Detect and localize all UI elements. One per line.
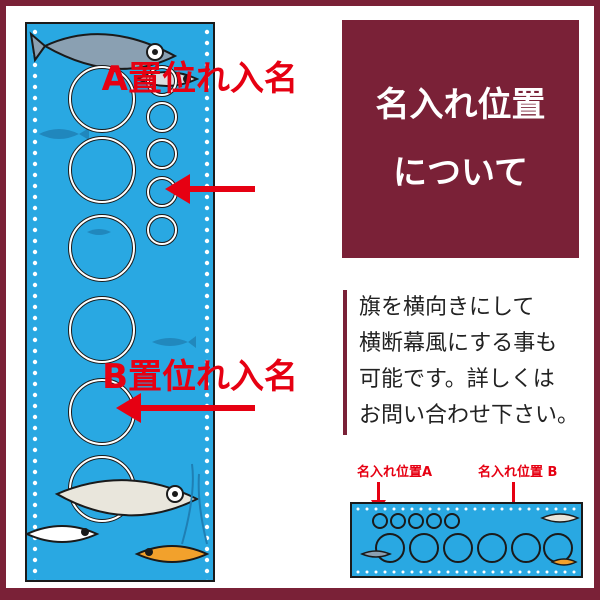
label-position-b: 名 入 れ 位 置 B [102, 357, 298, 397]
arrow-a-shaft [185, 186, 255, 192]
title-line-2: について [393, 153, 528, 193]
name-circles-a-inner [69, 66, 135, 522]
fish-silhouettes [39, 128, 196, 348]
label-b-char: 入 [230, 357, 264, 397]
label-a-char: れ [196, 59, 230, 99]
title-line-1: 名入れ位置 [375, 85, 546, 125]
label-b-char: 置 [128, 357, 162, 397]
description-line: 横断幕風にする事も [359, 331, 558, 356]
label-position-a: 名 入 れ 位 置 A [102, 59, 298, 99]
horizontal-flag-illustration [350, 502, 583, 578]
label-a-char: A [101, 59, 128, 99]
mini-circles-b [375, 533, 573, 563]
arrow-a-head [165, 174, 190, 204]
fish-bottom [27, 463, 210, 563]
label-b-char: 名 [264, 357, 298, 397]
vertical-flag-illustration [25, 22, 215, 582]
mini-circles-a [372, 513, 460, 529]
mini-label-a: 名入れ位置A [357, 465, 433, 480]
description-line: 旗を横向きにして [359, 295, 535, 320]
description-line: お問い合わせ下さい。 [359, 403, 580, 428]
arrow-b-shaft [138, 405, 255, 411]
fish-top [29, 31, 200, 87]
mini-fish [360, 513, 580, 566]
label-a-char: 位 [162, 59, 196, 99]
arrow-b-head [116, 393, 141, 423]
label-a-char: 入 [230, 59, 264, 99]
label-b-char: 位 [162, 357, 196, 397]
description-line: 可能です。詳しくは [359, 367, 555, 392]
label-a-char: 名 [264, 59, 298, 99]
flag-dots [32, 29, 210, 580]
description-block: 旗を横向きにして 横断幕風にする事も 可能です。詳しくは お問い合わせ下さい。 [343, 290, 593, 435]
label-a-char: 置 [128, 59, 162, 99]
mini-label-b: 名入れ位置 B [478, 465, 558, 480]
label-b-char: れ [196, 357, 230, 397]
label-b-char: B [102, 357, 128, 397]
title-box: 名入れ位置 について [342, 20, 579, 258]
